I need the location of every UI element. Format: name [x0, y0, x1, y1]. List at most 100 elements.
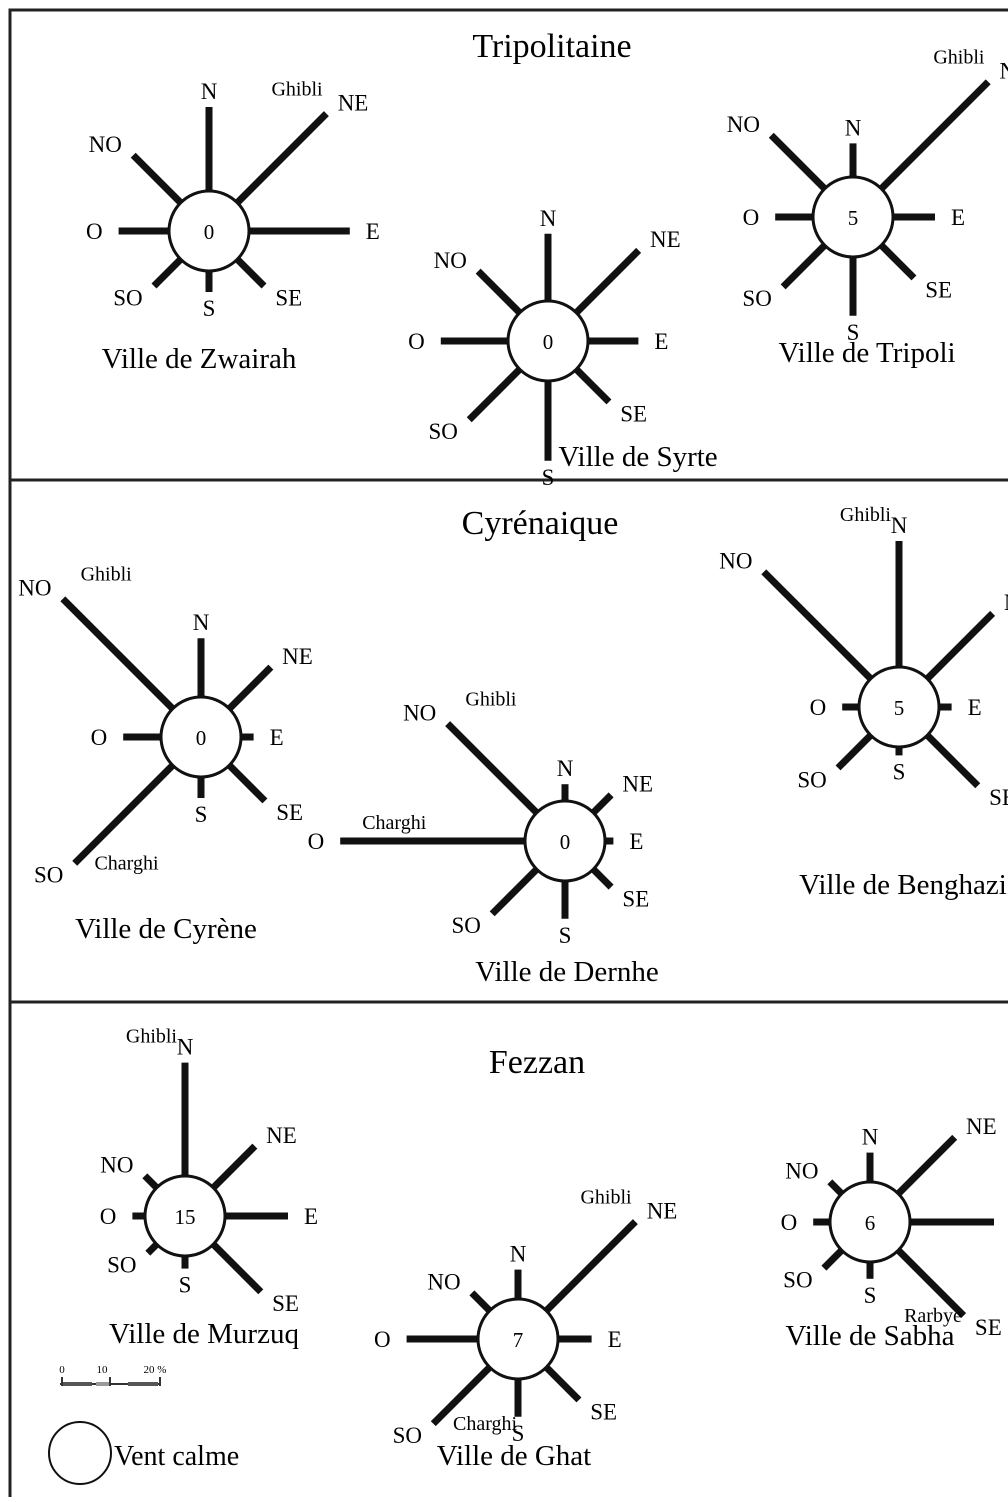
- direction-label-e: E: [968, 695, 982, 720]
- city-title: Ville de Benghazi: [799, 869, 1007, 901]
- direction-label-so: SO: [34, 863, 63, 888]
- direction-label-e: E: [366, 219, 380, 244]
- legend: 0 10 20 % Vent calme: [48, 1364, 239, 1485]
- wind-name-rarbye: Rarbye: [904, 1305, 962, 1327]
- wind-name-ghibli: Ghibli: [126, 1026, 178, 1048]
- direction-label-s: S: [893, 759, 906, 784]
- direction-label-ne: NE: [650, 227, 681, 252]
- spoke-so: [835, 732, 874, 771]
- spoke-no: [768, 132, 828, 192]
- direction-label-no: NO: [727, 112, 760, 137]
- direction-label-ne: NE: [622, 772, 653, 797]
- calm-value: 5: [848, 206, 859, 230]
- direction-label-so: SO: [783, 1267, 812, 1292]
- direction-label-ne: NE: [338, 90, 369, 115]
- spoke-so: [489, 866, 540, 917]
- wind-name-ghibli: Ghibli: [580, 1186, 632, 1208]
- direction-label-e: E: [654, 329, 668, 354]
- direction-label-s: S: [847, 320, 860, 345]
- spoke-ne: [924, 610, 996, 682]
- city-title: Ville de Tripoli: [778, 337, 955, 369]
- direction-label-se: SE: [620, 401, 647, 426]
- wind-name-ghibli: Ghibli: [465, 688, 517, 710]
- direction-label-ne: NE: [647, 1198, 678, 1223]
- region-title-fezzan: Fezzan: [489, 1044, 585, 1081]
- wind-name-charghi: Charghi: [94, 853, 159, 875]
- direction-label-n: N: [510, 1242, 527, 1267]
- direction-label-n: N: [540, 206, 557, 231]
- direction-label-e: E: [304, 1204, 318, 1229]
- city-title: Ville de Dernhe: [475, 956, 658, 988]
- scale-label-20: 20 %: [144, 1364, 167, 1376]
- direction-label-no: NO: [427, 1270, 460, 1295]
- calm-value: 0: [196, 726, 207, 750]
- direction-label-se: SE: [590, 1399, 617, 1424]
- direction-label-ne: NE: [966, 1114, 997, 1139]
- direction-label-ne: NE: [282, 644, 313, 669]
- calm-value: 0: [543, 330, 554, 354]
- direction-label-o: O: [781, 1210, 798, 1235]
- direction-label-no: NO: [18, 576, 51, 601]
- direction-label-so: SO: [393, 1423, 422, 1448]
- calm-legend-label: Vent calme: [114, 1441, 239, 1472]
- direction-label-e: E: [270, 725, 284, 750]
- calm-value: 6: [865, 1211, 876, 1235]
- direction-label-o: O: [308, 829, 325, 854]
- scale-bar-segment-1: [62, 1382, 92, 1386]
- direction-label-se: SE: [275, 285, 302, 310]
- spoke-ne: [590, 792, 614, 816]
- direction-label-so: SO: [113, 285, 142, 310]
- direction-label-no: NO: [89, 132, 122, 157]
- direction-label-no: NO: [785, 1159, 818, 1184]
- scale-label-10: 10: [97, 1364, 109, 1376]
- scale-bar-segment-2: [96, 1382, 110, 1386]
- direction-label-o: O: [374, 1327, 391, 1352]
- direction-label-s: S: [512, 1421, 525, 1446]
- direction-label-o: O: [100, 1204, 117, 1229]
- direction-label-o: O: [408, 329, 425, 354]
- direction-label-n: N: [177, 1035, 194, 1060]
- city-title: Ville de Murzuq: [109, 1318, 299, 1350]
- direction-label-se: SE: [622, 886, 649, 911]
- calm-legend-circle: [48, 1421, 112, 1485]
- spoke-ne: [543, 1219, 638, 1314]
- direction-label-o: O: [86, 219, 103, 244]
- direction-label-se: SE: [272, 1291, 299, 1316]
- spoke-se: [234, 256, 267, 289]
- direction-label-s: S: [559, 923, 572, 948]
- wind-name-ghibli: Ghibli: [840, 504, 892, 526]
- direction-label-s: S: [542, 465, 555, 490]
- wind-rose-0-2: NNEGhibliESESSOONO5Ville de Tripoli: [727, 47, 1008, 369]
- spoke-no: [60, 596, 176, 712]
- spoke-so: [151, 256, 184, 289]
- direction-label-se: SE: [989, 785, 1008, 810]
- spoke-se: [543, 1364, 582, 1403]
- city-title: Ville de Ghat: [437, 1440, 592, 1472]
- calm-value: 5: [894, 696, 905, 720]
- spoke-no: [469, 1290, 493, 1314]
- direction-label-no: NO: [403, 700, 436, 725]
- region-title-cyrenaique: Cyrénaique: [462, 505, 619, 542]
- scale-bar-segment-3: [128, 1382, 158, 1386]
- spoke-ne: [895, 1134, 958, 1197]
- direction-label-n: N: [193, 610, 210, 635]
- direction-label-o: O: [743, 205, 760, 230]
- calm-circle: [167, 189, 251, 273]
- calm-value: 0: [560, 830, 571, 854]
- spoke-no: [142, 1173, 160, 1191]
- spoke-se: [924, 732, 981, 789]
- direction-label-no: NO: [100, 1153, 133, 1178]
- calm-value: 15: [175, 1205, 196, 1229]
- spoke-no: [827, 1179, 845, 1197]
- calm-circle: [523, 799, 607, 883]
- direction-label-n: N: [862, 1125, 879, 1150]
- spoke-se: [878, 242, 917, 281]
- spoke-se: [590, 866, 614, 890]
- spoke-no: [475, 268, 523, 316]
- spoke-so: [145, 1241, 160, 1256]
